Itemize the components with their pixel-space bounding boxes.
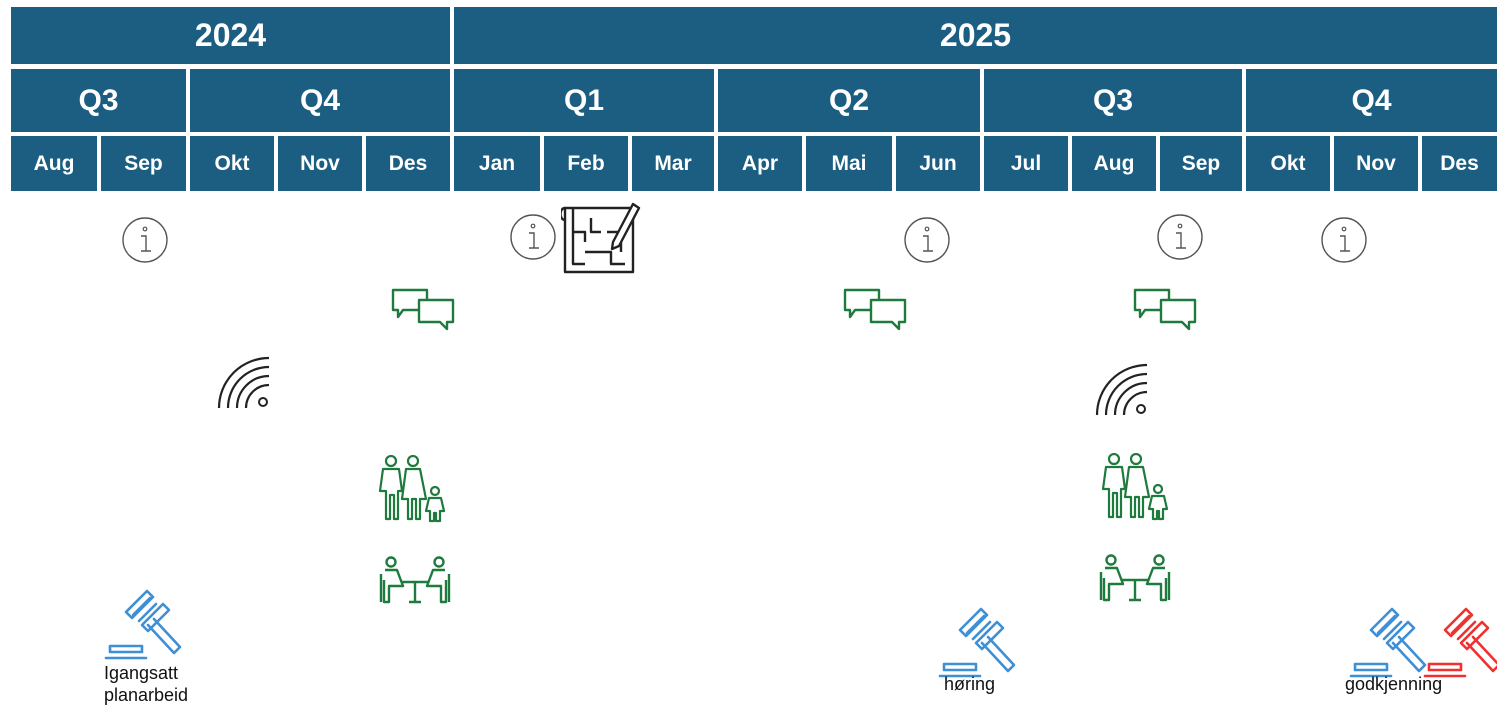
month-header-jun-2025: Jun xyxy=(896,136,980,191)
quarter-header-2024-q4: Q4 xyxy=(190,69,450,132)
info-icon xyxy=(1156,213,1204,261)
month-header-sep-2024: Sep xyxy=(101,136,186,191)
milestone-hearing-label: høring xyxy=(944,674,996,694)
info-icon xyxy=(903,216,951,264)
wireless-signal-icon xyxy=(1091,359,1151,419)
quarter-header-2024-q3: Q3 xyxy=(11,69,186,132)
month-header-okt-2024: Okt xyxy=(190,136,274,191)
family-icon xyxy=(1101,453,1171,521)
quarter-header-2025-q3: Q3 xyxy=(984,69,1242,132)
month-header-jan-2025: Jan xyxy=(454,136,540,191)
gavel-red-icon xyxy=(1423,598,1497,678)
gavel-icon xyxy=(938,598,1018,678)
month-header-nov-2024: Nov xyxy=(278,136,362,191)
month-header-mar-2025: Mar xyxy=(632,136,714,191)
speech-bubbles-icon xyxy=(841,287,909,331)
month-header-mai-2025: Mai xyxy=(806,136,892,191)
speech-bubbles-icon xyxy=(389,287,457,331)
milestone-start-line1: Igangsatt xyxy=(104,663,179,683)
month-header-aug-2024: Aug xyxy=(11,136,97,191)
quarter-header-2025-q2: Q2 xyxy=(718,69,980,132)
month-header-jul-2025: Jul xyxy=(984,136,1068,191)
month-header-sep-2025: Sep xyxy=(1160,136,1242,191)
quarter-header-2025-q1: Q1 xyxy=(454,69,714,132)
info-icon xyxy=(121,216,169,264)
wireless-signal-icon xyxy=(213,352,273,412)
year-header-2024: 2024 xyxy=(11,7,450,64)
milestone-start-line2: planarbeid xyxy=(104,685,189,705)
month-header-okt-2025: Okt xyxy=(1246,136,1330,191)
blueprint-plan-icon xyxy=(561,202,641,274)
month-header-feb-2025: Feb xyxy=(544,136,628,191)
month-header-apr-2025: Apr xyxy=(718,136,802,191)
year-header-2025: 2025 xyxy=(454,7,1497,64)
speech-bubbles-icon xyxy=(1131,287,1199,331)
info-icon xyxy=(1320,216,1368,264)
month-header-des-2025: Des xyxy=(1422,136,1497,191)
gavel-icon xyxy=(1349,598,1429,678)
quarter-header-2025-q4: Q4 xyxy=(1246,69,1497,132)
family-icon xyxy=(378,455,448,523)
month-header-aug-2025: Aug xyxy=(1072,136,1156,191)
month-header-nov-2025: Nov xyxy=(1334,136,1418,191)
month-header-des-2024: Des xyxy=(366,136,450,191)
milestone-start-label: Igangsatt planarbeid xyxy=(104,662,188,706)
meeting-table-icon xyxy=(379,556,451,606)
gavel-icon xyxy=(104,580,184,660)
milestone-approval-label: godkjenning xyxy=(1345,674,1443,694)
meeting-table-icon xyxy=(1099,554,1171,604)
info-icon xyxy=(509,213,557,261)
